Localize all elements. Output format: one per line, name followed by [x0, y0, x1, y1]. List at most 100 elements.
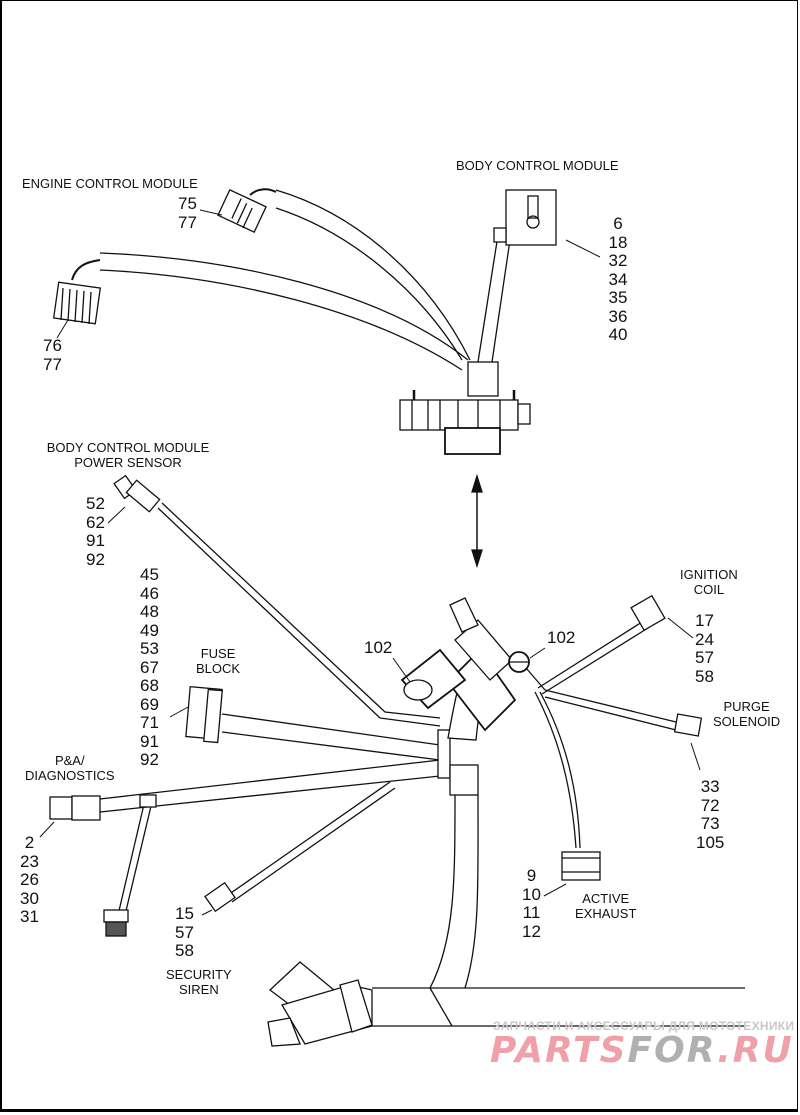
ref-number: 67 — [140, 657, 159, 677]
ref-number: 53 — [140, 639, 159, 658]
label-line: COIL — [693, 582, 725, 597]
ignition-coil-connector — [630, 594, 666, 632]
leader-lines — [39, 209, 701, 916]
ref-number: 32 — [608, 251, 628, 270]
ignition-coil-refs: 17 24 57 58 — [695, 611, 714, 686]
ref-number: 49 — [140, 620, 159, 640]
ref-number: 23 — [20, 851, 39, 871]
diagnostics-branch-cable — [117, 799, 153, 916]
watermark-brand: PARTSFOR.RU — [490, 1030, 794, 1071]
label-line: EXHAUST — [575, 906, 637, 921]
label-line: P&A/ — [54, 753, 85, 768]
label-line: SECURITY — [166, 967, 232, 982]
label-line: SOLENOID — [713, 714, 781, 729]
ref-number: 91 — [86, 531, 105, 550]
junction-block-top — [399, 361, 531, 455]
ecm-upper-refs: 75 77 — [178, 194, 197, 232]
ref-number: 11 — [522, 903, 541, 922]
diagnostics-cap-connector — [103, 909, 129, 937]
label-line: PURGE — [723, 699, 770, 714]
ref-number: 35 — [608, 288, 628, 307]
power-sensor-cable — [157, 502, 441, 727]
ecm-cable-upper — [275, 189, 471, 361]
ecm-connector-lower — [52, 259, 102, 325]
ref-number: 57 — [175, 922, 194, 942]
ref-number: 68 — [140, 676, 159, 695]
ref-number: 40 — [608, 325, 628, 344]
ref-number: 58 — [695, 666, 714, 686]
purge-solenoid-refs: 33 72 73 105 — [696, 777, 725, 852]
active-exhaust-cable — [534, 691, 581, 849]
bcm-cable — [477, 234, 511, 363]
ecm-connector-upper — [217, 188, 277, 234]
ref-number: 57 — [695, 648, 714, 667]
cable-clip — [139, 794, 157, 808]
callout-102-right: 102 — [547, 628, 576, 647]
ref-number: 18 — [608, 232, 628, 252]
ref-number: 17 — [695, 611, 714, 630]
ecm-cable-lower — [99, 252, 469, 371]
security-siren-refs: 15 57 58 — [175, 904, 194, 961]
label-line: BODY CONTROL MODULE — [46, 440, 210, 455]
ref-number: 12 — [522, 921, 541, 941]
label-line: POWER SENSOR — [74, 455, 182, 470]
ref-number: 34 — [608, 269, 628, 289]
security-siren-label: SECURITY SIREN — [166, 967, 232, 997]
bottom-trunk — [372, 987, 745, 1027]
ref-number: 31 — [20, 907, 39, 926]
pa-diagnostics-label: P&A/ DIAGNOSTICS — [25, 753, 115, 783]
ref-number: 76 — [43, 336, 62, 355]
purge-solenoid-connector — [673, 713, 703, 737]
ecm-lower-refs: 76 77 — [43, 336, 62, 374]
ref-number: 52 — [86, 494, 105, 513]
ref-number: 6 — [613, 214, 623, 233]
ref-number: 36 — [608, 306, 628, 326]
ref-number: 33 — [700, 777, 720, 796]
bcm-power-sensor-refs: 52 62 91 92 — [86, 494, 105, 569]
ecm-label: ENGINE CONTROL MODULE — [22, 176, 198, 191]
label-line: ACTIVE — [582, 891, 630, 906]
watermark-tagline: ЗАПЧАСТИ И АКСЕССУАРЫ ДЛЯ МОТОТЕХНИКИ — [493, 1019, 795, 1033]
fuse-block-label: FUSE BLOCK — [196, 646, 240, 676]
fuse-block-cable — [221, 713, 441, 761]
ref-number: 105 — [696, 832, 725, 852]
callout-102-left: 102 — [364, 638, 393, 657]
diagnostics-cable — [99, 759, 441, 813]
purge-solenoid-cable — [544, 689, 677, 731]
ref-number: 30 — [20, 888, 39, 908]
label-line: BLOCK — [196, 661, 241, 676]
ref-number: 10 — [522, 884, 541, 904]
ignition-coil-label: IGNITION COIL — [680, 567, 738, 597]
active-exhaust-label: ACTIVE EXHAUST — [575, 891, 636, 921]
connection-arrow — [471, 473, 483, 569]
ref-number: 45 — [140, 565, 159, 584]
ref-number: 9 — [526, 866, 537, 885]
main-trunk — [429, 794, 479, 989]
ignition-coil-cable — [537, 621, 649, 695]
bcm-power-sensor-connector — [113, 474, 161, 513]
ref-number: 75 — [178, 194, 197, 213]
ref-number: 62 — [86, 512, 105, 532]
bcm-module — [493, 189, 557, 246]
ref-number: 69 — [140, 694, 159, 714]
pa-diagnostics-refs: 2 23 26 30 31 — [20, 833, 39, 927]
label-line: FUSE — [200, 646, 236, 661]
watermark-brand-part1: PARTS — [490, 1030, 628, 1071]
ref-number: 15 — [175, 904, 194, 923]
security-siren-body — [267, 961, 373, 1047]
bcm-power-sensor-label: BODY CONTROL MODULE POWER SENSOR — [42, 440, 214, 470]
label-line: DIAGNOSTICS — [25, 768, 115, 783]
ref-number: 24 — [695, 629, 714, 649]
label-line: SIREN — [179, 982, 219, 997]
fuse-block-connector — [185, 685, 223, 744]
purge-solenoid-label: PURGE SOLENOID — [713, 699, 780, 729]
security-siren-connector — [204, 881, 236, 913]
ref-number: 91 — [140, 731, 159, 751]
security-siren-cable — [227, 781, 396, 903]
active-exhaust-connector — [561, 851, 601, 881]
ref-number: 92 — [86, 549, 105, 569]
bcm-refs: 6 18 32 34 35 36 40 — [606, 214, 630, 345]
ref-number: 77 — [178, 212, 197, 232]
